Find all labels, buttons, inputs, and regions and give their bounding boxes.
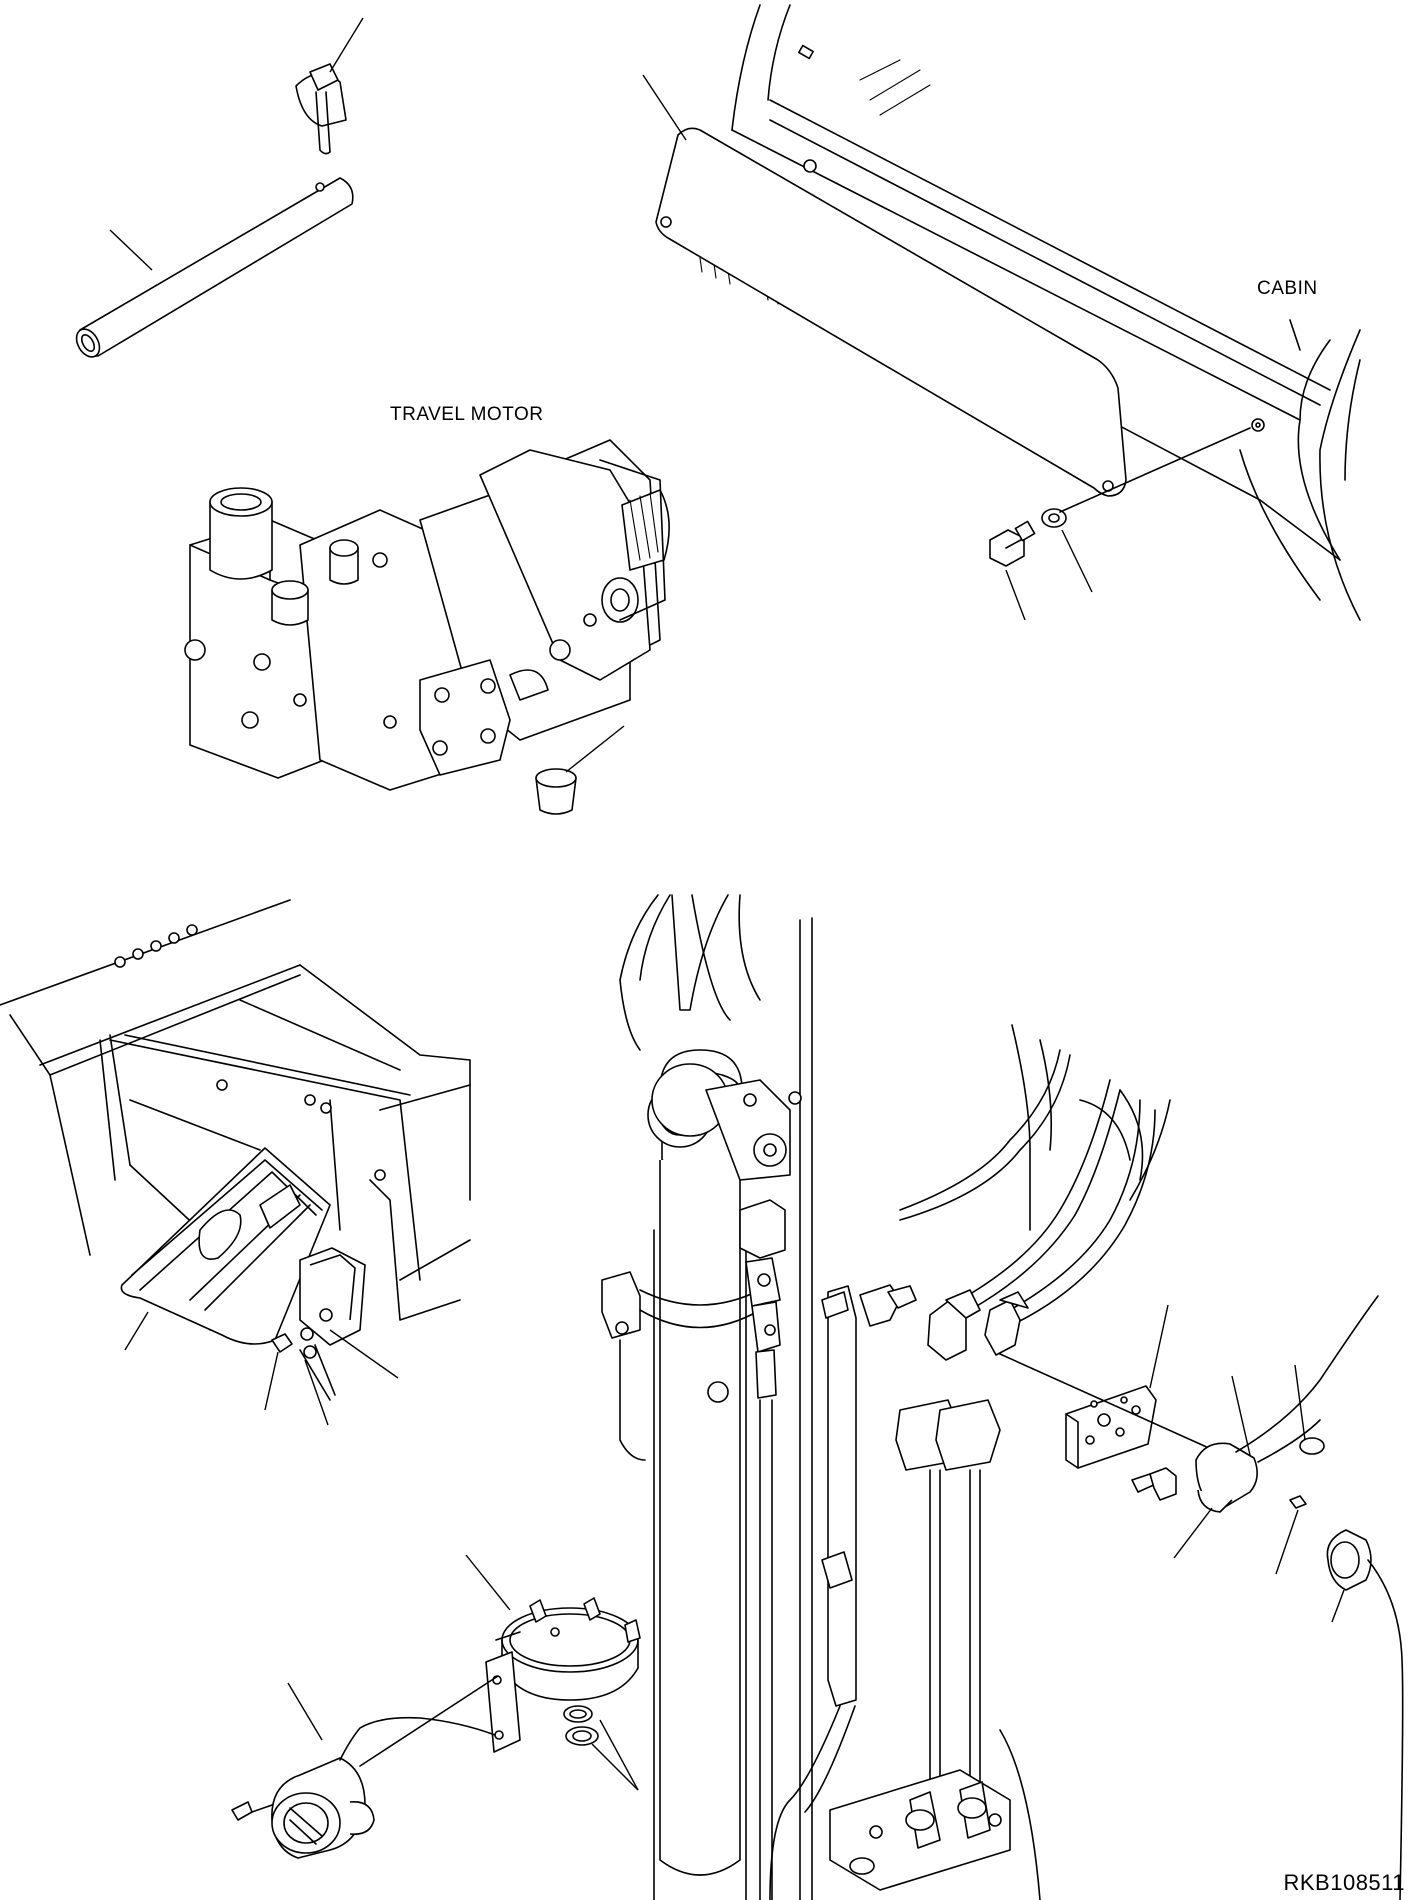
cabin-label: CABIN — [1257, 278, 1318, 299]
cabin-frame — [699, 4, 1361, 621]
cap-plug — [535, 725, 625, 815]
lamp-switch — [1195, 1295, 1379, 1513]
hydraulic-lines — [769, 1024, 1171, 1900]
lamp-bracket-plate — [999, 1353, 1241, 1469]
leader-lines-pin — [109, 17, 364, 271]
work-light-cap — [1326, 1529, 1404, 1900]
boom-and-cylinder — [601, 894, 813, 1900]
travel-motor — [184, 439, 670, 791]
mounting-bracket — [120, 1147, 366, 1401]
cover-plate — [655, 127, 1127, 497]
plate-bolt — [1131, 1467, 1177, 1501]
lock-pin-assembly — [75, 63, 354, 358]
leader-lines-right — [1149, 1304, 1345, 1623]
drawing-code-label: RKB108511 — [1283, 1870, 1405, 1895]
leader-lines-lamp — [287, 1554, 639, 1791]
hose-clips — [563, 1705, 599, 1746]
leader-lines-cabin — [642, 74, 1093, 621]
clamp-ring — [485, 1597, 641, 1753]
frame-structure — [0, 899, 471, 1331]
bolt-and-washer — [989, 427, 1251, 567]
travel-motor-label: TRAVEL MOTOR — [390, 404, 544, 425]
work-lamp — [231, 1675, 499, 1859]
leader-lines-bracket — [124, 1311, 399, 1426]
